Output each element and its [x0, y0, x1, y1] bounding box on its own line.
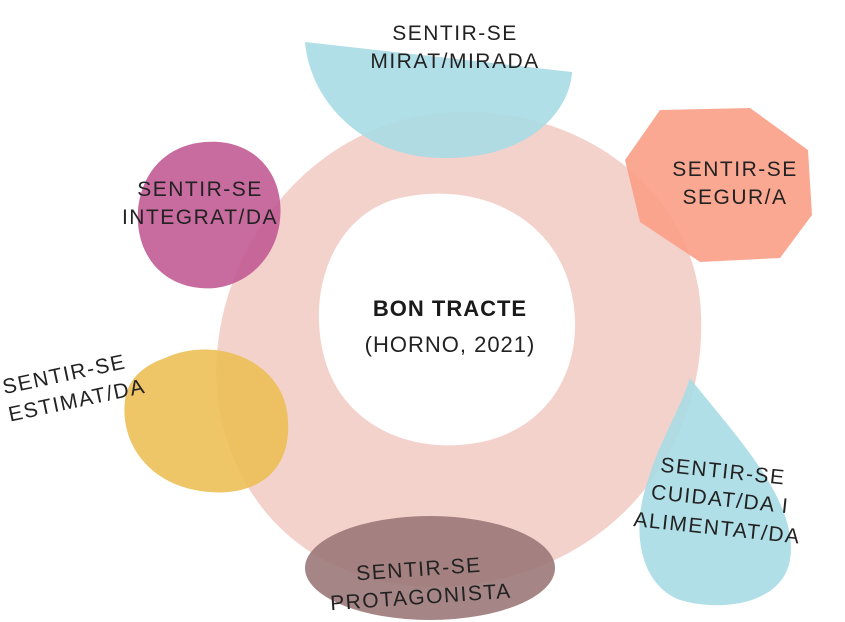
central-ring — [216, 111, 702, 587]
label-segur: SENTIR-SE SEGUR/A — [640, 156, 830, 213]
label-mirat-line2: MIRAT/MIRADA — [370, 50, 540, 74]
segur-shape — [625, 108, 812, 262]
label-mirat: SENTIR-SE MIRAT/MIRADA — [340, 20, 570, 77]
label-integrat-line2: INTEGRAT/DA — [121, 206, 279, 230]
label-mirat-line1: SENTIR-SE — [392, 22, 518, 45]
protagonista-shape — [305, 516, 555, 620]
label-segur-line2: SEGUR/A — [682, 186, 788, 210]
mirat-shape — [305, 42, 572, 159]
estimat-shape — [124, 349, 289, 493]
cuidat-shape — [639, 378, 791, 606]
center-title: BON TRACTE — [372, 296, 528, 321]
integrat-shape — [137, 141, 281, 289]
center-subtitle: (HORNO, 2021) — [364, 332, 536, 357]
label-integrat: SENTIR-SE INTEGRAT/DA — [100, 176, 300, 233]
label-segur-line1: SENTIR-SE — [672, 158, 798, 181]
label-integrat-line1: SENTIR-SE — [137, 178, 263, 201]
